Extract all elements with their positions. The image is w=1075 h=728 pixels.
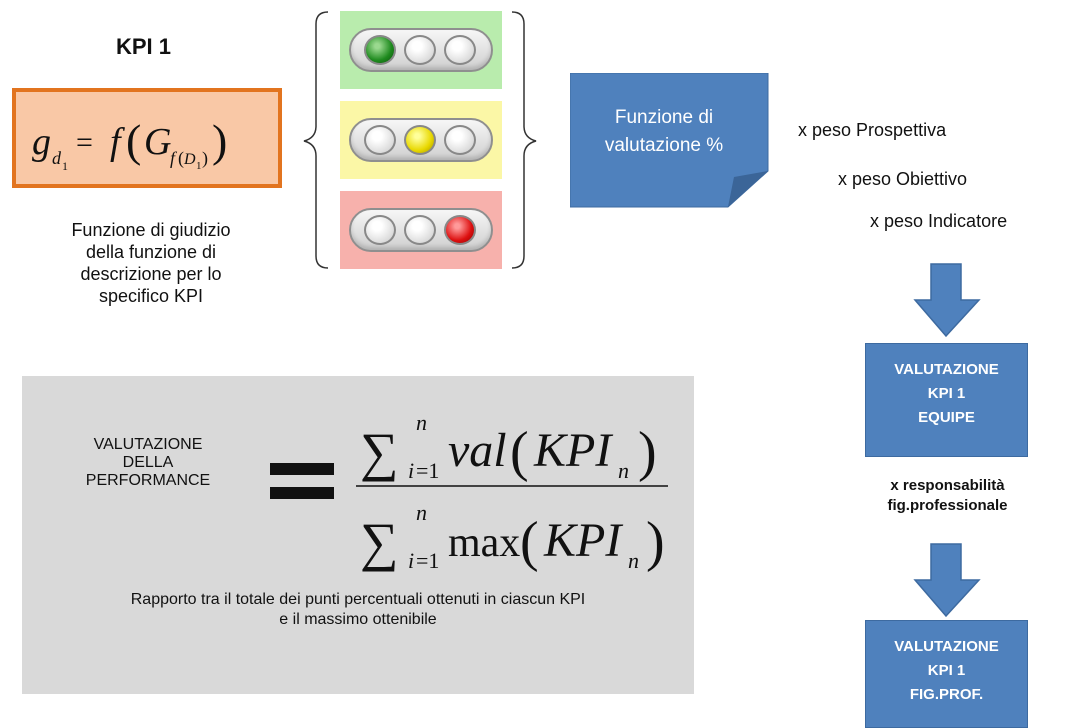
equals-sign-bar — [270, 463, 334, 475]
red-lamp-icon — [444, 215, 476, 245]
kpi-variable: KPI — [543, 514, 623, 567]
left-brace — [303, 11, 329, 269]
lower-index: i — [408, 548, 414, 573]
ratio-description-line: Rapporto tra il totale dei punti percent… — [130, 591, 586, 608]
svg-text:): ) — [202, 148, 208, 169]
val-function: val — [448, 424, 507, 477]
kpi-fig-prof-line: KPI 1 — [927, 662, 966, 679]
weight-perspective: x peso Prospettiva — [798, 120, 947, 140]
lower-index: =1 — [416, 548, 439, 573]
performance-label: VALUTAZIONE DELLA PERFORMANCE — [68, 436, 228, 490]
kpi-subscript: n — [618, 458, 629, 483]
right-brace — [511, 11, 537, 269]
kpi-title: KPI 1 — [116, 34, 172, 59]
judgment-description-line: Funzione di giudizio — [71, 220, 231, 240]
sum-symbol: ∑ — [360, 512, 399, 572]
off-lamp-icon — [444, 125, 476, 155]
lower-index: =1 — [416, 458, 439, 483]
paren-open: ( — [520, 511, 539, 573]
kpi-equipe-line: EQUIPE — [918, 409, 975, 426]
kpi-fig-prof-line: VALUTAZIONE — [894, 638, 999, 655]
svg-text:1: 1 — [62, 159, 68, 173]
off-lamp-icon — [404, 215, 436, 245]
responsibility-line: fig.professionale — [887, 497, 1008, 514]
kpi-subscript: n — [628, 548, 639, 573]
traffic-light-green-panel — [340, 11, 502, 89]
responsibility-label: x responsabilità fig.professionale — [860, 476, 1035, 516]
yellow-lamp-icon — [404, 125, 436, 155]
performance-label-line: DELLA — [122, 454, 174, 471]
judgment-description: Funzione di giudizio della funzione di d… — [20, 219, 282, 307]
performance-label-line: VALUTAZIONE — [93, 436, 203, 453]
traffic-light — [349, 208, 493, 252]
kpi-fig-prof-line: FIG.PROF. — [909, 686, 984, 703]
paren-close: ) — [638, 421, 657, 483]
svg-text:g: g — [32, 121, 51, 163]
svg-text:=: = — [76, 126, 93, 159]
svg-text:G: G — [144, 121, 171, 163]
green-lamp-icon — [364, 35, 396, 65]
off-lamp-icon — [444, 35, 476, 65]
valuation-function-line: valutazione % — [604, 135, 724, 156]
down-arrow-icon — [913, 543, 981, 618]
judgment-description-line: descrizione per lo — [80, 264, 222, 284]
sum-symbol: ∑ — [360, 422, 399, 482]
svg-text:(: ( — [178, 148, 184, 169]
valuation-function-label: Funzione di valutazione % — [570, 104, 758, 160]
ratio-description: Rapporto tra il totale dei punti percent… — [30, 590, 686, 630]
max-function: max — [448, 520, 520, 566]
down-arrow-icon — [913, 263, 981, 338]
responsibility-line: x responsabilità — [890, 477, 1005, 494]
traffic-light-yellow-panel — [340, 101, 502, 179]
weight-indicator: x peso Indicatore — [870, 211, 1008, 231]
traffic-light — [349, 28, 493, 72]
traffic-light — [349, 118, 493, 162]
judgment-formula: g d 1 = f ( G f ( D 1 ) ) — [32, 115, 227, 173]
paren-open: ( — [510, 421, 529, 483]
kpi-equipe-evaluation-box: VALUTAZIONE KPI 1 EQUIPE — [865, 343, 1028, 457]
judgment-formula-box: g d 1 = f ( G f ( D 1 ) ) — [12, 88, 282, 188]
ratio-description-line: e il massimo ottenibile — [279, 611, 437, 628]
svg-text:f: f — [110, 121, 125, 163]
valuation-function-line: Funzione di — [614, 107, 714, 128]
weight-objective: x peso Obiettivo — [838, 169, 968, 189]
kpi-equipe-line: VALUTAZIONE — [894, 361, 999, 378]
kpi-fig-prof-evaluation-box: VALUTAZIONE KPI 1 FIG.PROF. — [865, 620, 1028, 728]
upper-index: n — [416, 500, 427, 525]
traffic-light-red-panel — [340, 191, 502, 269]
performance-label-line: PERFORMANCE — [85, 472, 211, 489]
kpi-variable: KPI — [533, 424, 613, 477]
svg-text:d: d — [52, 148, 62, 168]
paren-close: ) — [646, 511, 665, 573]
performance-formula: ∑ n i =1 val ( KPI n ) ∑ n i =1 max ( KP… — [270, 410, 668, 573]
off-lamp-icon — [404, 35, 436, 65]
equals-sign-bar — [270, 487, 334, 499]
svg-text:1: 1 — [196, 160, 202, 172]
performance-panel — [22, 376, 694, 694]
kpi-equipe-line: KPI 1 — [927, 385, 966, 402]
svg-text:): ) — [212, 115, 227, 166]
judgment-description-line: specifico KPI — [98, 286, 204, 306]
lower-index: i — [408, 458, 414, 483]
svg-text:D: D — [183, 151, 196, 168]
upper-index: n — [416, 410, 427, 435]
svg-text:f: f — [170, 148, 178, 168]
judgment-description-line: della funzione di — [85, 242, 217, 262]
valuation-function-note — [570, 73, 769, 208]
off-lamp-icon — [364, 215, 396, 245]
off-lamp-icon — [364, 125, 396, 155]
svg-text:(: ( — [126, 115, 141, 166]
